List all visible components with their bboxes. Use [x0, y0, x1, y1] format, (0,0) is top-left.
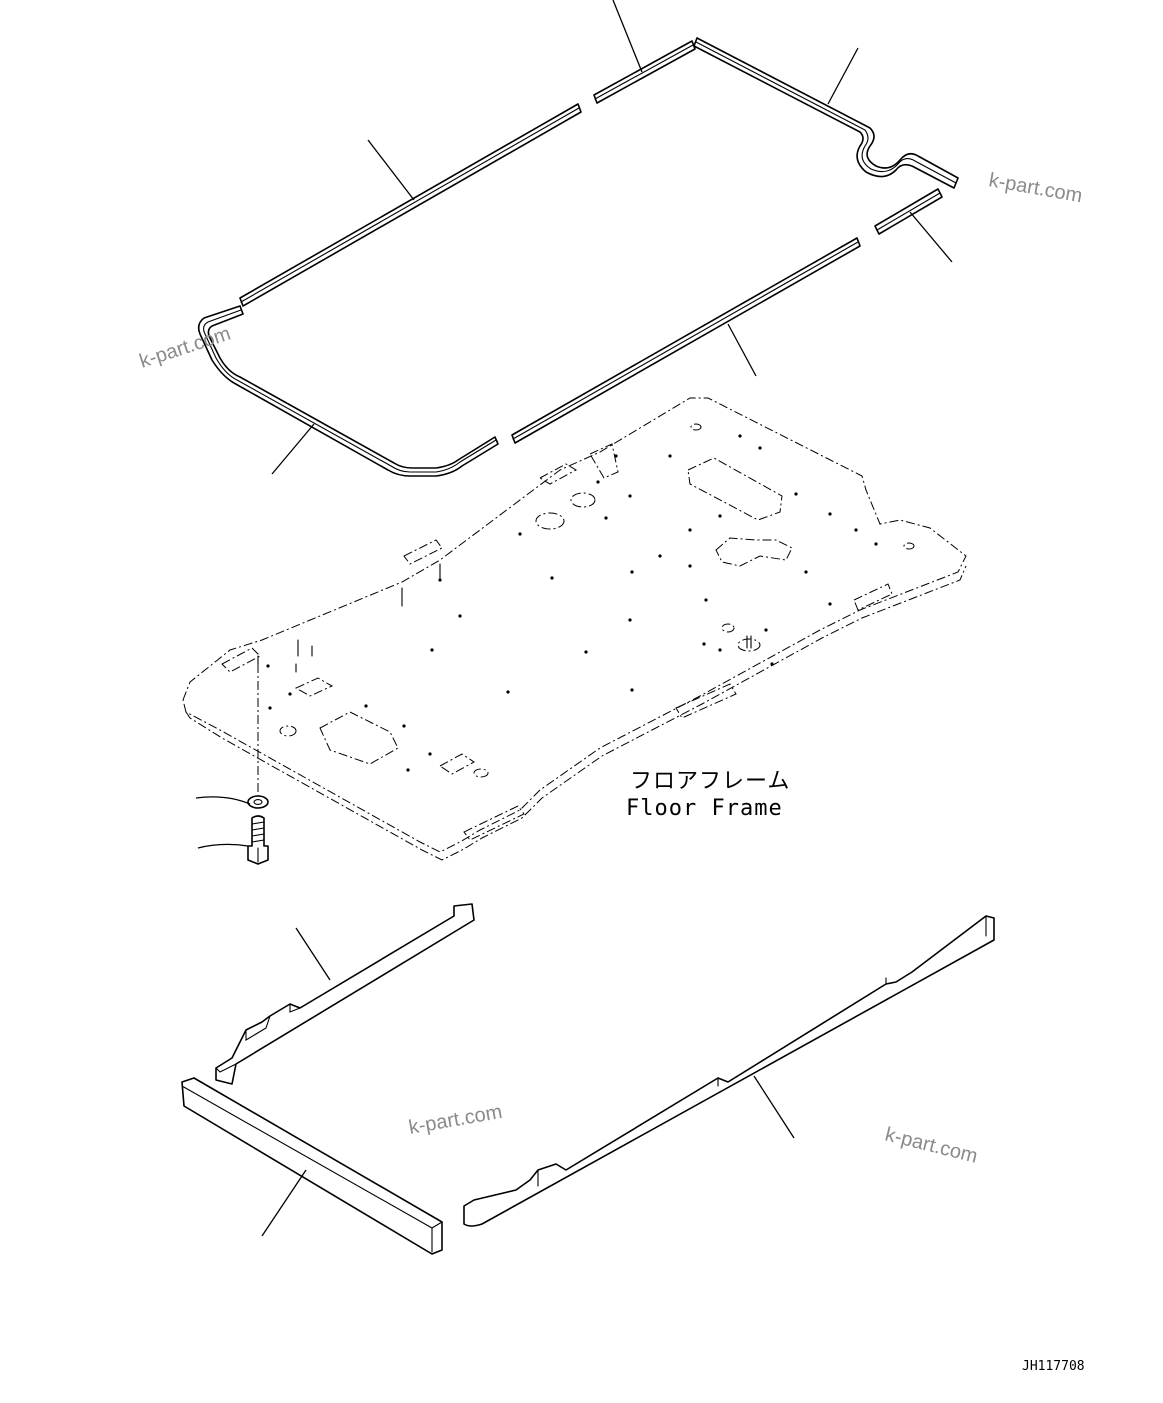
seal-strip-rear-short	[593, 40, 696, 104]
leader-lines	[195, 0, 953, 1237]
block-upper-left	[215, 903, 475, 1085]
watermark-center: k-part.com	[407, 1101, 504, 1139]
watermark-left: k-part.com	[137, 323, 234, 373]
block-lower-right	[463, 915, 995, 1227]
watermark-top-right: k-part.com	[987, 169, 1084, 207]
floor-frame	[182, 397, 967, 861]
floor-frame-label-en: Floor Frame	[626, 796, 783, 821]
seal-strip-left-curved	[197, 305, 499, 477]
seal-strip-front-long	[511, 237, 861, 444]
bolt	[247, 815, 269, 865]
block-lower-left	[181, 1077, 443, 1255]
seal-strip-right-curved	[693, 37, 959, 189]
floor-frame-label-jp: フロアフレーム	[630, 769, 790, 794]
washer	[247, 795, 269, 809]
seal-strip-rear-long	[239, 103, 582, 307]
watermark-bottom-right: k-part.com	[883, 1124, 980, 1168]
drawing-code: JH117708	[1022, 1359, 1085, 1374]
seal-strip-front-short	[874, 188, 943, 235]
